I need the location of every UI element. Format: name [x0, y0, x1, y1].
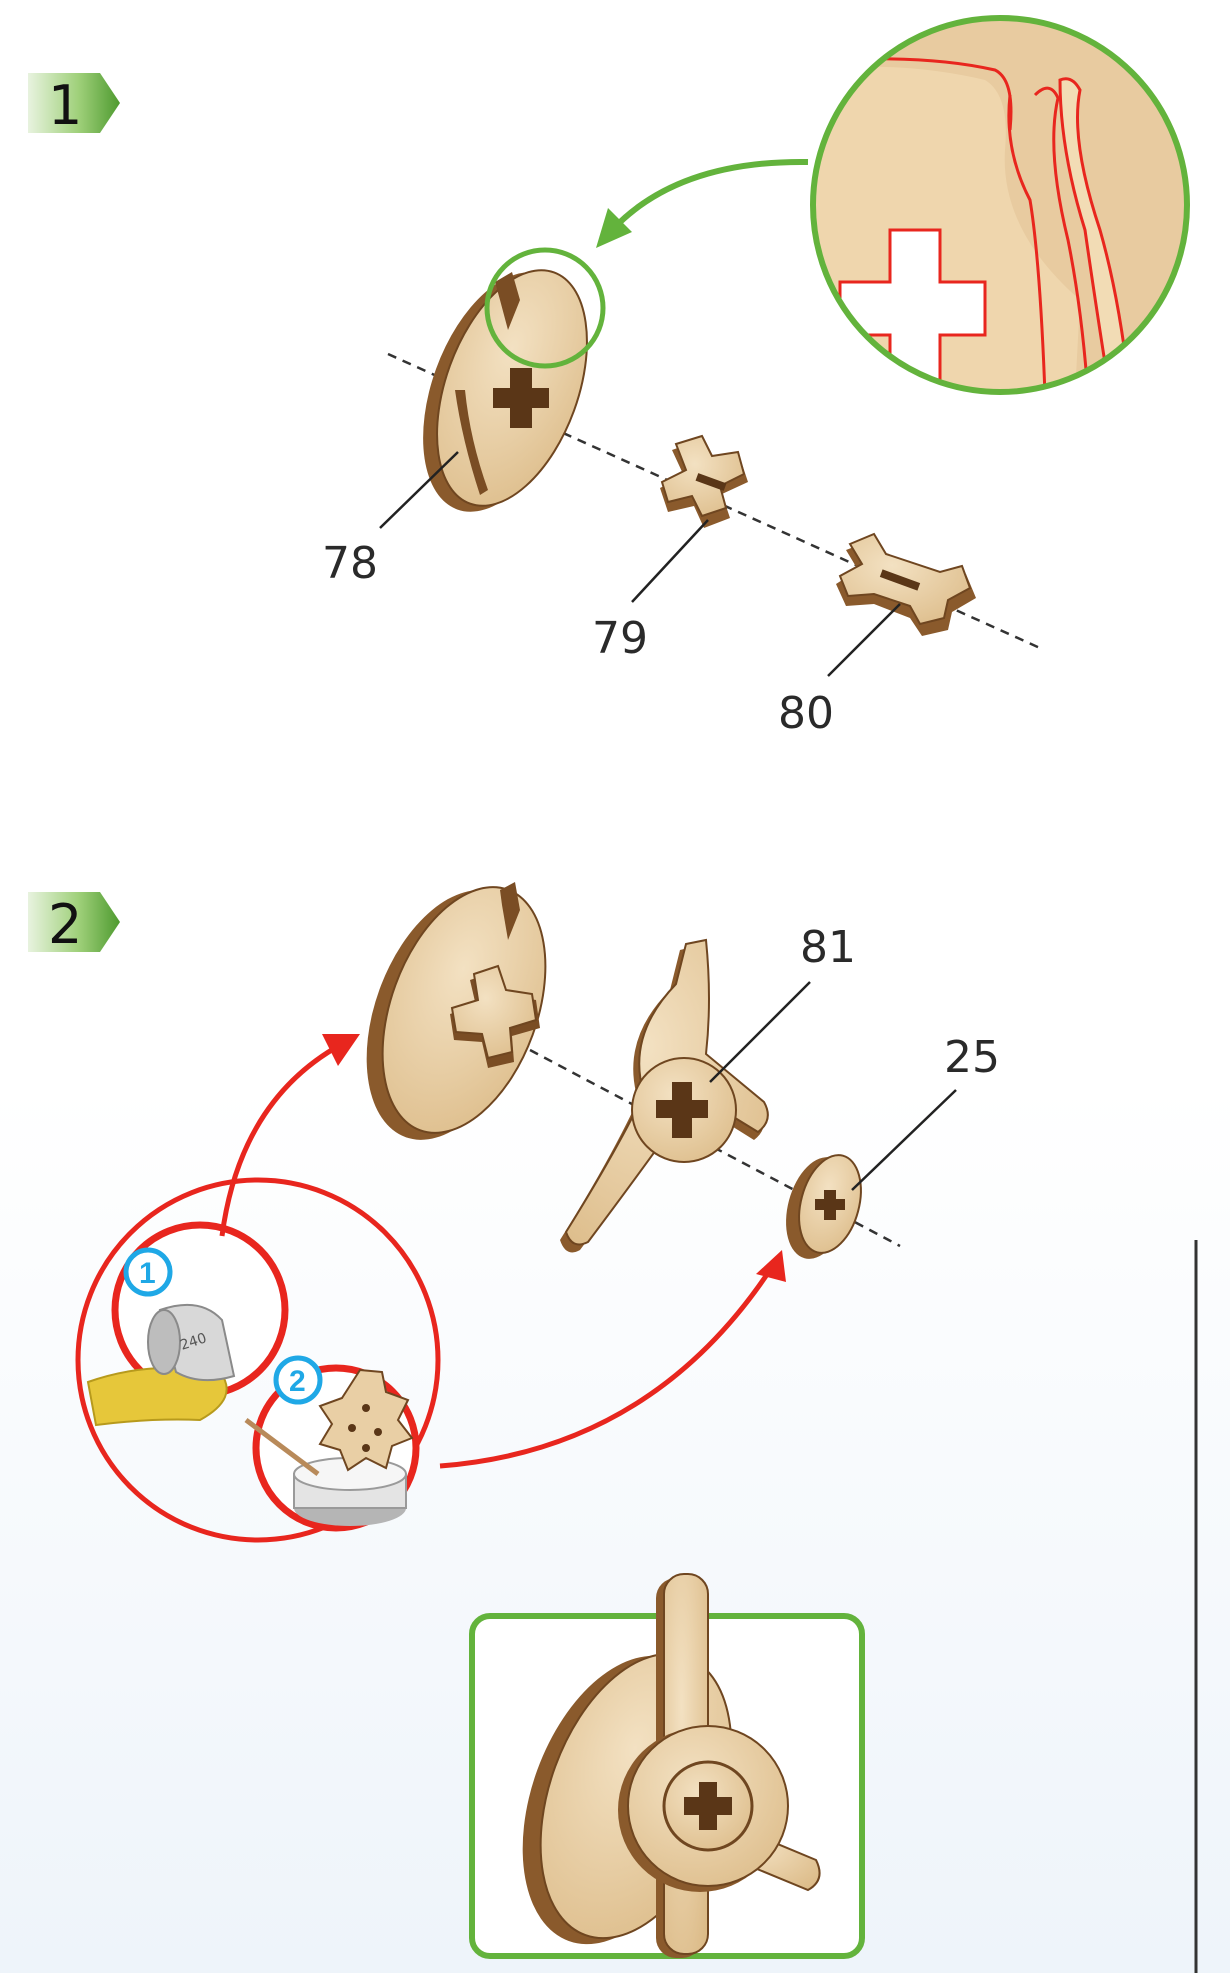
tip-2-gluing: 2: [246, 1358, 416, 1528]
part-78-label: 78: [322, 538, 378, 589]
part-80-cross: [836, 534, 976, 636]
part-25-cap: [776, 1148, 871, 1266]
step-1-number: 1: [48, 74, 82, 137]
part-78-callout: 78: [322, 452, 458, 589]
part-80-label: 80: [778, 688, 834, 739]
step-1: 1 78: [28, 15, 1190, 739]
part-81-spinner: [560, 940, 768, 1252]
detail-zoom-circle: [810, 15, 1190, 395]
tip-arrow-to-cap: [440, 1250, 786, 1466]
step-1-badge: 1: [28, 73, 120, 137]
tip-arrow-to-disc: [222, 1034, 360, 1236]
sandpaper-icon: 240: [88, 1305, 234, 1425]
part-81-label: 81: [800, 922, 856, 973]
part-79-callout: 79: [592, 520, 708, 664]
assembled-disc: [335, 865, 576, 1163]
part-79-cross: [660, 436, 748, 528]
part-80-callout: 80: [778, 604, 900, 739]
detail-arrow: [596, 162, 808, 248]
step-2-badge: 2: [28, 892, 120, 956]
tip-1-number: 1: [139, 1257, 156, 1290]
part-79-label: 79: [592, 613, 648, 664]
part-25-callout: 25: [852, 1032, 1000, 1190]
part-25-label: 25: [944, 1032, 1000, 1083]
part-78-disc: [393, 250, 616, 533]
tip-2-number: 2: [289, 1365, 306, 1398]
step-2: 2: [28, 865, 1196, 1973]
step-2-number: 2: [48, 893, 82, 956]
part-81-callout: 81: [710, 922, 856, 1082]
tip-1-sanding: 240 1: [88, 1225, 285, 1425]
assembled-result-box: [472, 1574, 862, 1971]
